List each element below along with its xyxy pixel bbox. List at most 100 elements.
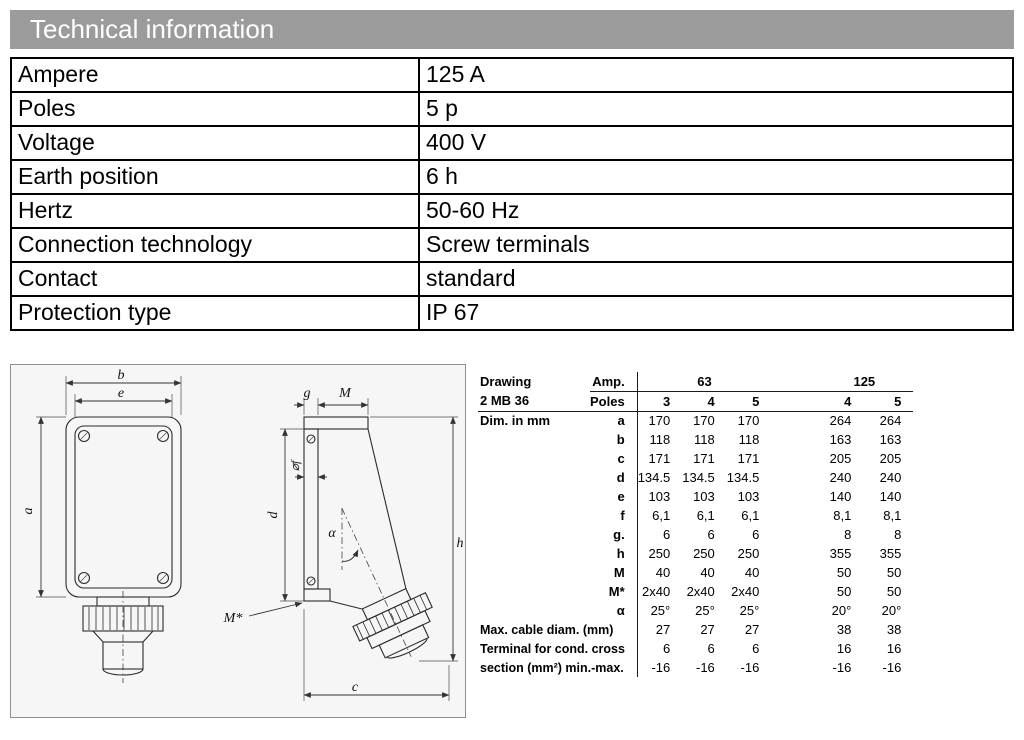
dims-value: 355 <box>829 546 852 561</box>
dims-row-label <box>478 544 590 563</box>
dims-pole-count: 4 <box>771 391 864 412</box>
section-title-bar: Technical information <box>10 10 1014 49</box>
dims-letter: M* <box>590 582 638 601</box>
technical-drawing-panel: b e a <box>10 364 466 718</box>
knurl-hatch <box>88 607 159 630</box>
dims-summary-label: Terminal for cond. cross <box>478 639 638 658</box>
dim-label-d: d <box>266 511 281 519</box>
dims-value: 264 <box>829 413 852 429</box>
front-socket-body <box>82 591 164 683</box>
dims-value: 171 <box>648 451 671 466</box>
dim-label-alpha: α <box>328 526 336 541</box>
dimension-f: ⌀f <box>288 459 327 480</box>
dims-value: 2x40 <box>642 584 671 599</box>
dims-value: 40 <box>700 565 715 580</box>
spec-row: Poles 5 p <box>10 91 1014 127</box>
spec-row: Connection technology Screw terminals <box>10 227 1014 263</box>
dims-value: 6 <box>707 641 715 656</box>
spec-label: Ampere <box>10 57 420 93</box>
dims-value: 118 <box>738 432 760 447</box>
dims-summary-label: Max. cable diam. (mm) <box>478 620 638 639</box>
dims-value: 16 <box>886 641 902 656</box>
dims-value: -16 <box>695 660 715 675</box>
dim-label-g: g <box>304 386 311 401</box>
dims-value: 250 <box>737 546 760 561</box>
dims-value: 134.5 <box>726 470 760 485</box>
front-face <box>74 425 173 589</box>
dims-value: 25° <box>695 603 715 618</box>
side-body-right-edge <box>367 428 407 590</box>
dims-value: 40 <box>744 565 760 580</box>
dims-value: 8 <box>844 527 852 542</box>
dims-letter: f <box>590 506 638 525</box>
dims-row: Dim. in mm a 170 170 170 264 264 <box>478 411 913 430</box>
dim-label-a: a <box>21 508 36 515</box>
dims-row: b 118 118 118 163 163 <box>478 430 913 449</box>
dims-value: 163 <box>829 432 852 447</box>
dim-label-e: e <box>118 386 124 401</box>
dims-value: 8,1 <box>883 508 902 523</box>
plate-screw-icon <box>306 434 316 586</box>
dims-value: 140 <box>829 489 852 504</box>
side-bottom-step <box>303 588 331 602</box>
dims-row: e 103 103 103 140 140 <box>478 487 913 506</box>
dims-value: 170 <box>648 413 671 429</box>
dims-row-label <box>478 525 590 544</box>
dims-value: 140 <box>879 489 902 504</box>
corner-screw-icon <box>77 429 170 585</box>
side-wall-plate <box>303 428 319 590</box>
dims-pole-count: 4 <box>682 391 727 412</box>
connector-centerline <box>341 507 412 657</box>
spec-label: Protection type <box>10 295 420 331</box>
side-connector <box>341 507 433 659</box>
dims-drawing-label: Drawing <box>480 374 532 389</box>
front-view: b e a <box>21 368 182 683</box>
dims-value: 6,1 <box>741 508 760 523</box>
dims-value: 20° <box>831 603 852 618</box>
side-body-left-edge <box>329 600 363 610</box>
dimensions-table: Drawing Amp. 63 125 2 MB 36 Poles 3 4 5 … <box>478 372 914 677</box>
spec-value: 5 p <box>418 91 1014 127</box>
dims-row: g. 6 6 6 8 8 <box>478 525 913 544</box>
dims-model: 2 MB 36 <box>478 391 590 412</box>
dims-header-row-amp: Drawing Amp. 63 125 <box>478 372 914 392</box>
dims-row-label <box>478 430 590 449</box>
dims-value: 27 <box>744 622 760 637</box>
dims-value: 264 <box>879 413 902 429</box>
dims-letter: d <box>590 468 638 487</box>
side-top-cap <box>303 416 369 430</box>
dims-value: 103 <box>648 489 671 504</box>
side-view: g M d <box>223 386 464 701</box>
dims-value: -16 <box>882 660 902 675</box>
dims-header-row-poles: 2 MB 36 Poles 3 4 5 4 5 <box>478 391 914 412</box>
dims-value: 2x40 <box>731 584 760 599</box>
spec-value: 50-60 Hz <box>418 193 1014 229</box>
spec-label: Poles <box>10 91 420 127</box>
dimension-M: M <box>317 386 369 415</box>
dims-value: -16 <box>832 660 852 675</box>
dims-value: -16 <box>651 660 671 675</box>
dimension-g: g <box>294 386 319 415</box>
dims-row-label: Dim. in mm <box>480 413 551 429</box>
dims-value: 118 <box>694 432 715 447</box>
dims-value: 163 <box>879 432 902 447</box>
dims-value: 250 <box>648 546 671 561</box>
spec-row: Protection type IP 67 <box>10 295 1014 331</box>
dims-value: 6 <box>663 641 671 656</box>
spec-row: Contact standard <box>10 261 1014 297</box>
dimension-alpha: α <box>328 508 359 570</box>
dims-letter: α <box>590 601 638 620</box>
dims-row: M 40 40 40 50 50 <box>478 563 913 582</box>
dims-amp-label: Amp. <box>590 372 638 392</box>
spec-value: 400 V <box>418 125 1014 161</box>
spec-value: 125 A <box>418 57 1014 93</box>
dims-letter: e <box>590 487 638 506</box>
dims-value: 118 <box>649 432 671 447</box>
dims-row: f 6,1 6,1 6,1 8,1 8,1 <box>478 506 913 525</box>
dims-row-label <box>478 601 590 620</box>
spec-label: Earth position <box>10 159 420 195</box>
dims-letter: M <box>590 563 638 582</box>
dims-group-125: 125 <box>771 372 914 392</box>
dims-value: 240 <box>879 470 902 485</box>
lower-panel: b e a <box>10 364 1014 718</box>
